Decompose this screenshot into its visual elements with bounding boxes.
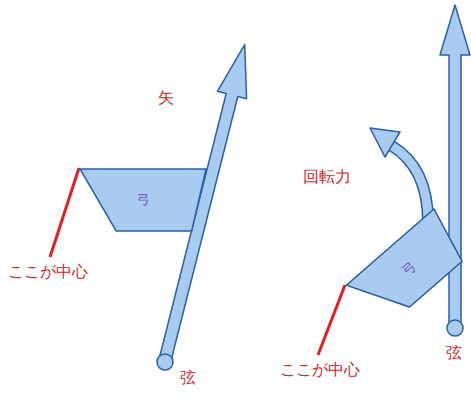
part-label: ここが中心 bbox=[8, 262, 88, 281]
label-holder: 弦 bbox=[446, 343, 462, 362]
bow-trapezoid bbox=[80, 169, 206, 231]
center-line bbox=[50, 168, 79, 257]
part-label: ここが中心 bbox=[280, 360, 360, 379]
part-label: 回転力 bbox=[303, 167, 351, 186]
center-line bbox=[318, 285, 345, 355]
rotation-arrow bbox=[392, 146, 428, 222]
rotation-arrow-head bbox=[370, 128, 400, 157]
bow-trapezoid bbox=[346, 209, 471, 329]
rotation-arrow bbox=[392, 146, 428, 222]
bow-shape: 弓 bbox=[79, 168, 207, 232]
part-label: 弦 bbox=[180, 368, 196, 387]
label-holder: 弦 bbox=[180, 368, 196, 387]
label-holder: 矢 bbox=[158, 88, 174, 107]
label-holder: ここが中心 bbox=[280, 360, 360, 379]
label-holder: 回転力 bbox=[303, 167, 351, 186]
string-point bbox=[157, 354, 173, 370]
part-label: 弦 bbox=[446, 343, 462, 362]
string-point bbox=[447, 320, 463, 336]
bow-label: 弓 bbox=[79, 192, 207, 208]
label-holder: ここが中心 bbox=[8, 262, 88, 281]
part-label: 矢 bbox=[158, 88, 174, 107]
